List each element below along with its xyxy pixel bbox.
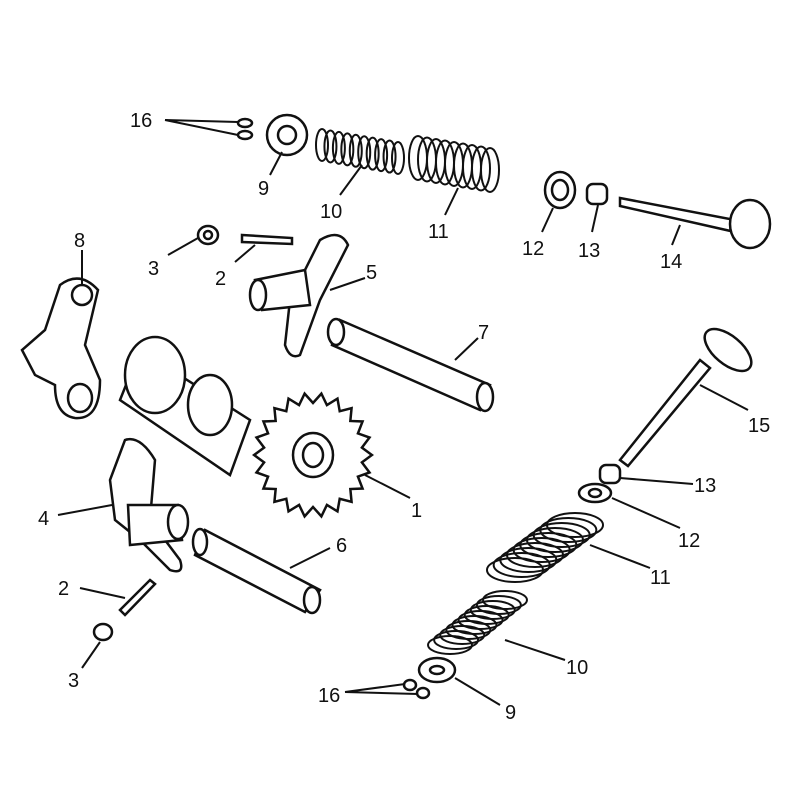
part-16-collets-top <box>236 117 254 141</box>
spring-coil <box>546 512 604 538</box>
spring-coil <box>471 145 491 192</box>
callout-11: 11 <box>428 221 449 243</box>
callout-10b: 10 <box>566 657 588 679</box>
callout-2: 2 <box>215 268 226 290</box>
part-16-collets-bottom <box>402 678 431 700</box>
callout-14: 14 <box>660 251 682 273</box>
spring-coil <box>348 133 363 168</box>
part-14-valve-top <box>618 196 772 250</box>
part-6-rocker-shaft <box>191 527 322 615</box>
callout-9: 9 <box>258 178 269 200</box>
part-3-nut-top <box>196 224 220 246</box>
part-4-rocker-arm <box>108 437 190 573</box>
spring-coil <box>391 141 405 175</box>
part-9-retainer-top <box>265 113 309 157</box>
callout-15: 15 <box>748 415 770 437</box>
callout-3b: 3 <box>68 670 79 692</box>
callout-16: 16 <box>130 110 152 132</box>
callout-3: 3 <box>148 258 159 280</box>
callout-13b: 13 <box>694 475 716 497</box>
callout-6: 6 <box>336 535 347 557</box>
spring-coil <box>331 130 346 165</box>
spring-coil <box>374 138 389 173</box>
spring-coil <box>323 129 338 164</box>
spring-coil <box>365 136 380 171</box>
part-13-valve-seal-top <box>585 182 609 206</box>
spring-coil <box>482 590 528 610</box>
part-2-screw-top <box>240 233 294 246</box>
callout-labels: 16 9 10 11 12 13 14 8 3 2 5 7 15 1 4 6 1… <box>38 110 770 724</box>
spring-coil <box>475 595 522 615</box>
part-11-outer-spring-bottom <box>486 512 604 583</box>
callout-1: 1 <box>411 500 422 522</box>
callout-10: 10 <box>320 201 342 223</box>
callout-16b: 16 <box>318 685 340 707</box>
leader-lines <box>57 119 749 706</box>
callout-4: 4 <box>38 508 49 530</box>
part-11-outer-spring-top <box>408 135 500 193</box>
spring-coil <box>357 135 372 170</box>
part-15-valve <box>618 327 753 468</box>
spring-coil <box>315 128 329 162</box>
callout-7: 7 <box>478 322 489 344</box>
callout-12b: 12 <box>678 530 700 552</box>
callout-9b: 9 <box>505 702 516 724</box>
part-10-inner-spring-bottom <box>427 590 528 655</box>
callout-13: 13 <box>578 240 600 262</box>
part-2-screw-bottom <box>118 578 157 617</box>
part-8-rocker-arm <box>20 277 102 420</box>
callout-11b: 11 <box>650 567 671 589</box>
part-1-camshaft-sprocket <box>118 335 375 519</box>
part-12-spring-seat-top <box>543 170 577 210</box>
spring-coil <box>539 517 598 543</box>
spring-coil <box>480 147 500 193</box>
part-9-retainer-bottom <box>417 656 457 684</box>
part-12-spring-seat-bottom <box>577 482 613 504</box>
spring-coil <box>469 600 516 620</box>
part-3-nut-bottom <box>92 622 114 642</box>
part-10-inner-spring-top <box>315 128 405 175</box>
callout-12: 12 <box>522 238 544 260</box>
part-5-rocker-arm <box>248 233 350 358</box>
spring-coil <box>382 139 397 174</box>
callout-5: 5 <box>366 262 377 284</box>
part-7-rocker-shaft <box>326 317 495 413</box>
part-13-valve-seal-bottom <box>598 463 622 485</box>
spring-coil <box>340 132 355 167</box>
callout-2b: 2 <box>58 578 69 600</box>
callout-8: 8 <box>74 230 85 252</box>
